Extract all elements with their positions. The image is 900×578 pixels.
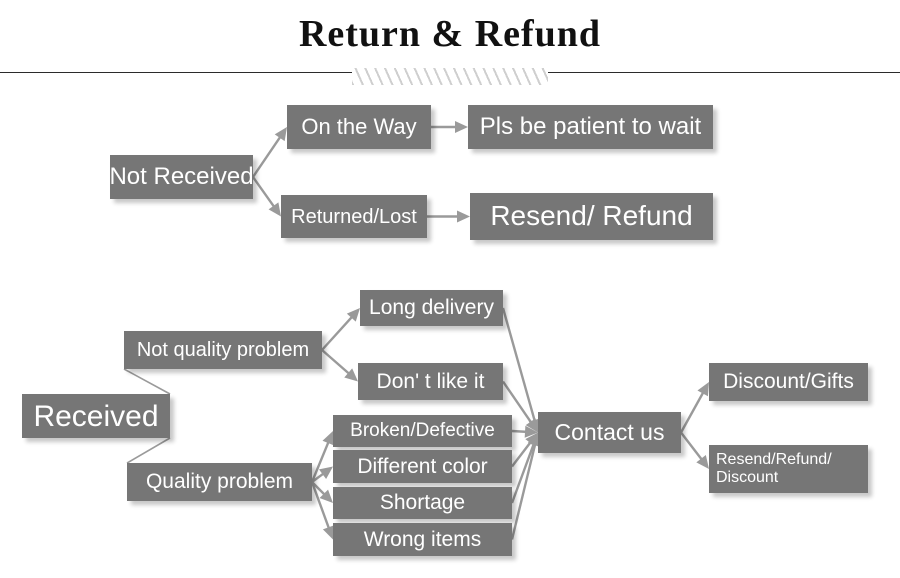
flow-edge-quality-to-broken-defective: [310, 431, 334, 483]
flow-edge-not-quality-to-dont-like-it: [321, 349, 358, 382]
flow-edge-wrong-items-to-contact-us: [510, 432, 541, 540]
flow-edge-long-delivery-to-contact-us: [501, 307, 541, 433]
flow-edge-not-received-to-on-the-way: [252, 127, 287, 178]
flow-node-on-the-way: On the Way: [287, 105, 431, 149]
flow-node-long-delivery: Long delivery: [360, 290, 503, 326]
flow-node-not-received: Not Received: [109, 155, 254, 199]
flow-node-received: Received: [22, 394, 170, 438]
flow-node-resend-refund: Resend/ Refund: [470, 193, 713, 240]
diagonal-hatch-icon: [352, 68, 548, 85]
decorative-divider: [0, 68, 900, 85]
flow-edge-quality-to-shortage: [311, 481, 333, 503]
flow-node-broken-defective: Broken/Defective: [333, 415, 512, 447]
flow-edge-quality-to-different-color: [311, 466, 333, 483]
flow-node-pls-be-patient: Pls be patient to wait: [468, 105, 713, 149]
flow-node-discount-gifts: Discount/Gifts: [709, 363, 868, 401]
flow-node-different-color: Different color: [333, 450, 512, 483]
flow-edge-broken-defective-to-contact-us: [511, 425, 538, 438]
flow-node-dont-like-it: Don' t like it: [358, 363, 503, 400]
flow-edge-on-the-way-to-pls-be-patient: [431, 121, 468, 133]
flow-node-resend-refund-discount: Resend/Refund/ Discount: [709, 445, 868, 493]
flow-node-quality: Quality problem: [127, 463, 312, 501]
flow-edge-dont-like-it-to-contact-us: [502, 380, 538, 433]
flow-edge-returned-lost-to-resend-refund: [427, 210, 470, 223]
flow-edge-received-to-not-quality: [123, 368, 171, 395]
flow-edge-not-received-to-returned-lost: [252, 176, 281, 217]
flow-edge-quality-to-wrong-items: [310, 481, 335, 540]
flow-node-shortage: Shortage: [333, 487, 512, 519]
flow-node-wrong-items: Wrong items: [333, 523, 512, 556]
flow-node-returned-lost: Returned/Lost: [281, 195, 427, 238]
flow-node-contact-us: Contact us: [538, 412, 681, 453]
flow-edge-contact-us-to-discount-gifts: [679, 382, 709, 434]
flow-edge-contact-us-to-resend-refund-discount: [680, 431, 709, 469]
divider-rule-right: [548, 72, 900, 73]
page-title: Return & Refund: [298, 13, 602, 55]
flow-edge-not-quality-to-long-delivery: [321, 308, 360, 351]
flow-edge-received-to-quality: [126, 437, 171, 464]
flow-node-not-quality: Not quality problem: [124, 331, 322, 369]
divider-rule-left: [0, 72, 352, 73]
